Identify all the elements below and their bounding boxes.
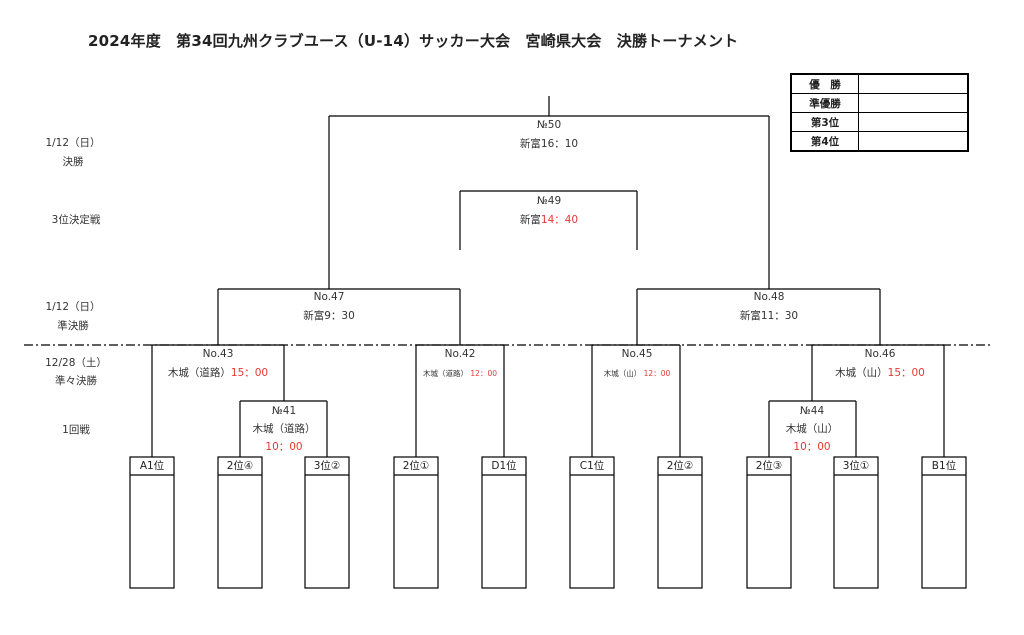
match-venue: 木城（山） [835,367,888,379]
team-label: 2位① [402,460,430,472]
page-title: 2024年度 第34回九州クラブユース（U-14）サッカー大会 宮崎県大会 決勝… [88,32,739,50]
match-time: 12：00 [470,369,497,378]
match-48-info: 新富11：30 [740,311,798,322]
results-row-third: 第3位 [790,112,969,132]
match-45-info: 木城（山） 12：00 [604,370,670,378]
match-49-no: №49 [536,195,562,207]
team-box [921,456,967,589]
results-label: 第3位 [790,112,859,132]
match-venue: 新富 [519,214,541,226]
qf-date: 12/28（土） [45,357,107,369]
match-42-info: 木城（道路） 12：00 [423,370,497,378]
team-box [833,456,879,589]
team-label: D1位 [491,460,517,472]
match-50-no: №50 [536,119,562,131]
match-49-info: 新富14：40 [520,215,578,226]
results-value[interactable] [858,112,969,132]
match-43-info: 木城（道路）15：00 [168,368,268,379]
results-table: 優 勝 準優勝 第3位 第4位 [790,73,969,152]
match-time: 14：40 [540,214,579,226]
team-label: 2位④ [226,460,254,472]
match-venue: 新富 [519,138,541,150]
results-row-fourth: 第4位 [790,131,969,152]
team-box [217,456,263,589]
match-44-no: №44 [799,405,825,417]
match-venue: 木城（山） [603,369,642,378]
match-time: 15：00 [230,367,269,379]
match-47-no: No.47 [313,291,345,303]
match-50-info: 新富16：10 [520,139,578,150]
match-44-time: 10：00 [793,441,831,453]
results-value[interactable] [858,131,969,152]
team-box [481,456,527,589]
team-label: B1位 [931,460,957,472]
match-venue: 木城（道路） [423,369,469,378]
match-venue: 新富 [303,310,325,322]
match-time: 9：30 [324,310,355,322]
match-44-venue: 木城（山） [785,423,839,435]
match-48-no: No.48 [753,291,785,303]
semi-date: 1/12（日） [45,301,101,313]
team-box [569,456,615,589]
team-box [129,456,175,589]
team-label: 2位② [666,460,694,472]
team-box [746,456,792,589]
match-time: 12：00 [643,369,671,378]
qf-label: 準々決勝 [55,375,97,387]
third-place-label: 3位決定戦 [51,214,101,226]
team-label: 3位② [313,460,341,472]
team-label: 3位① [842,460,870,472]
match-45-no: No.45 [621,348,653,360]
match-41-venue: 木城（道路） [252,423,316,435]
results-label: 第4位 [790,131,859,152]
team-box [657,456,703,589]
match-venue: 木城（道路） [167,367,231,379]
match-43-no: No.43 [202,348,234,360]
match-time: 11：30 [760,310,799,322]
match-time: 15：00 [887,367,925,379]
match-41-no: №41 [271,405,297,417]
team-label: A1位 [139,460,165,472]
team-label: 2位③ [755,460,783,472]
final-label: 決勝 [62,156,84,168]
match-47-info: 新富9：30 [303,311,355,322]
r1-label: 1回戦 [62,424,90,436]
team-box [393,456,439,589]
match-42-no: No.42 [444,348,476,360]
match-time: 16：10 [540,138,579,150]
match-46-info: 木城（山）15：00 [835,368,925,379]
final-date: 1/12（日） [45,137,101,149]
semi-label: 準決勝 [57,320,89,332]
match-41-time: 10：00 [265,441,303,453]
team-box [304,456,350,589]
results-row-runner-up: 準優勝 [790,93,969,113]
match-venue: 新富 [739,310,761,322]
team-label: C1位 [579,460,605,472]
match-46-no: No.46 [864,348,896,360]
